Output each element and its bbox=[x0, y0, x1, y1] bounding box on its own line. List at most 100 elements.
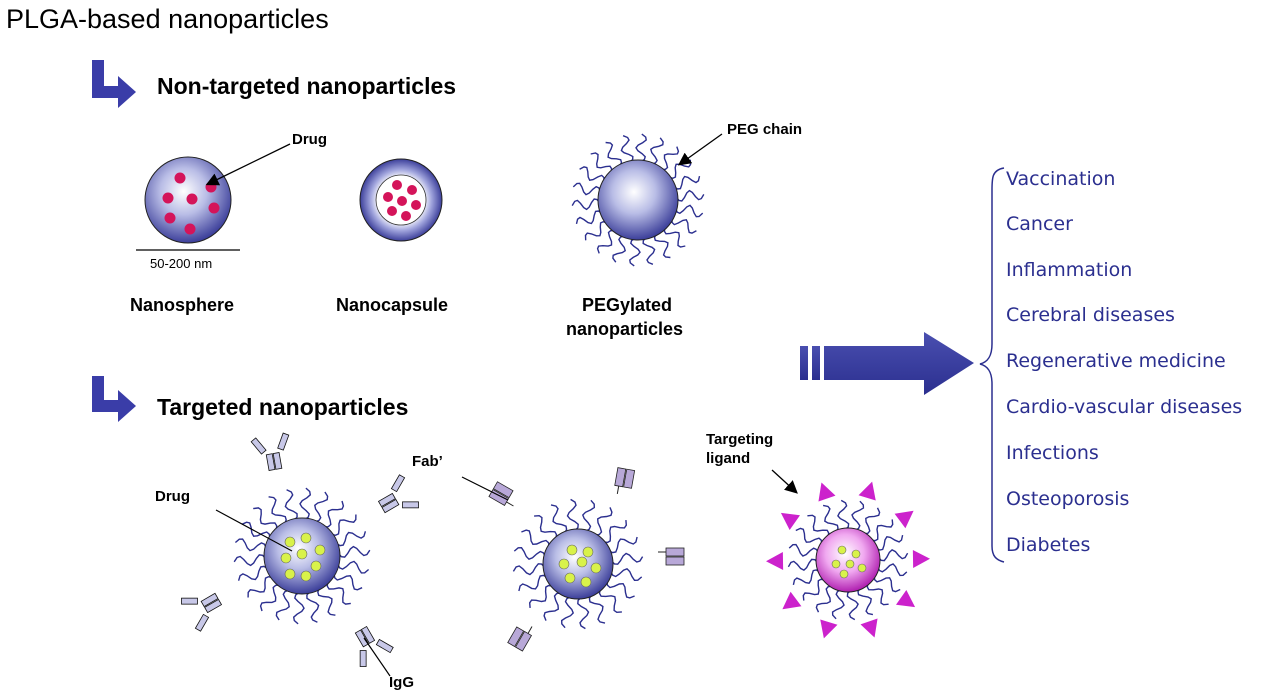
peg-chain bbox=[663, 226, 686, 248]
drug-dot bbox=[582, 546, 594, 558]
peg-chain bbox=[596, 229, 616, 254]
peg-chain bbox=[284, 489, 298, 522]
drug-dot bbox=[310, 560, 322, 572]
drug-dot bbox=[839, 569, 849, 579]
peg-chain bbox=[317, 587, 336, 616]
peg-chain bbox=[609, 567, 643, 582]
fab-targeted-particle bbox=[488, 467, 685, 652]
drug-dot bbox=[296, 548, 308, 560]
peg-chain bbox=[831, 588, 845, 620]
application-item: Inflammation bbox=[1006, 259, 1133, 281]
igg-antibody bbox=[250, 432, 290, 471]
elbow-arrow-icon bbox=[92, 60, 136, 108]
peg-chain bbox=[512, 563, 546, 576]
big-right-arrow-icon bbox=[800, 332, 974, 395]
application-item: Vaccination bbox=[1006, 168, 1116, 190]
drug-dot bbox=[851, 549, 861, 559]
peg-chain bbox=[787, 558, 819, 571]
drug-dot bbox=[284, 536, 296, 548]
peg-chain bbox=[788, 543, 820, 557]
peg-chain bbox=[795, 527, 823, 546]
peg-chain bbox=[877, 549, 909, 562]
fab-fragment bbox=[614, 467, 636, 495]
peg-chain bbox=[326, 581, 351, 605]
peg-chain bbox=[534, 514, 558, 540]
annotation-fab: Fab’ bbox=[412, 453, 443, 470]
peg-chain bbox=[653, 232, 671, 259]
label-pegylated-line1: PEGylated bbox=[582, 295, 673, 315]
peg-chain bbox=[675, 189, 705, 202]
peg-chain bbox=[857, 586, 874, 616]
fab-fragment bbox=[488, 481, 514, 507]
targeting-ligand-triangle bbox=[766, 551, 784, 570]
peg-chain bbox=[594, 507, 613, 536]
elbow-arrow-icon bbox=[92, 376, 136, 422]
targeting-ligand-triangle bbox=[782, 591, 802, 610]
peg-chain bbox=[837, 499, 850, 531]
peg-chain bbox=[869, 519, 894, 542]
peg-chain bbox=[579, 166, 606, 183]
peg-chain bbox=[571, 198, 601, 211]
peg-chain bbox=[513, 546, 547, 561]
peg-chain bbox=[550, 504, 568, 535]
drug-dot bbox=[580, 576, 592, 588]
peg-chain bbox=[241, 521, 271, 540]
annotation-targeting-line2: ligand bbox=[706, 450, 751, 467]
igg-pointer bbox=[363, 637, 391, 677]
nanosphere-particle bbox=[144, 156, 232, 244]
igg-antibody bbox=[354, 625, 394, 667]
fab-pointer bbox=[461, 476, 509, 501]
peg-chain bbox=[602, 520, 628, 544]
peg-chain bbox=[802, 578, 827, 601]
section-non-targeted: Non-targeted nanoparticles bbox=[157, 73, 457, 99]
peg-chain bbox=[566, 498, 579, 532]
peg-chain bbox=[874, 534, 904, 551]
drug-pointer-bottom bbox=[215, 509, 293, 552]
peg-chain-pointer bbox=[677, 133, 723, 166]
label-nanosphere: Nanosphere bbox=[130, 295, 235, 315]
peg-chain bbox=[577, 596, 590, 630]
peg-chain bbox=[323, 500, 345, 528]
section-targeted: Targeted nanoparticles bbox=[157, 394, 409, 420]
peg-chain bbox=[233, 554, 267, 567]
peg-chain bbox=[336, 560, 370, 574]
application-item: Cancer bbox=[1006, 213, 1073, 235]
peg-chain bbox=[335, 531, 367, 547]
peg-chain bbox=[590, 152, 613, 174]
igg-antibody bbox=[181, 592, 223, 632]
particle-core bbox=[815, 527, 881, 593]
drug-dot bbox=[857, 563, 867, 573]
label-nanocapsule: Nanocapsule bbox=[336, 295, 449, 315]
peg-chain bbox=[299, 487, 312, 521]
annotation-igg: IgG bbox=[389, 674, 414, 691]
targeting-ligand-triangle bbox=[818, 482, 836, 502]
peg-chain bbox=[620, 135, 634, 164]
peg-chain bbox=[292, 591, 305, 625]
peg-chain bbox=[306, 590, 320, 623]
peg-chain bbox=[876, 563, 908, 577]
drug-dot bbox=[280, 552, 292, 564]
peg-chain bbox=[275, 589, 291, 621]
drug-dot bbox=[831, 559, 841, 569]
peg-chain bbox=[259, 584, 281, 612]
application-item: Cerebral diseases bbox=[1006, 304, 1175, 326]
drug-dot bbox=[284, 568, 296, 580]
peg-chain bbox=[610, 552, 644, 565]
application-item: Infections bbox=[1006, 442, 1099, 464]
peg-chain bbox=[528, 584, 554, 608]
fab-fragment bbox=[507, 626, 533, 652]
particle-core bbox=[597, 159, 679, 241]
targeting-ligand-triangle bbox=[860, 618, 878, 638]
peg-chain bbox=[581, 499, 596, 533]
label-pegylated-line2: nanoparticles bbox=[566, 319, 684, 339]
peg-chain bbox=[234, 538, 268, 552]
peg-chain bbox=[866, 581, 889, 606]
drug-dot bbox=[558, 558, 570, 570]
peg-chain bbox=[313, 491, 329, 523]
annotation-scale: 50-200 nm bbox=[150, 256, 213, 271]
targeting-ligand-triangle bbox=[858, 481, 876, 501]
peg-chain bbox=[607, 536, 638, 554]
annotation-targeting-line1: Targeting bbox=[706, 431, 774, 448]
